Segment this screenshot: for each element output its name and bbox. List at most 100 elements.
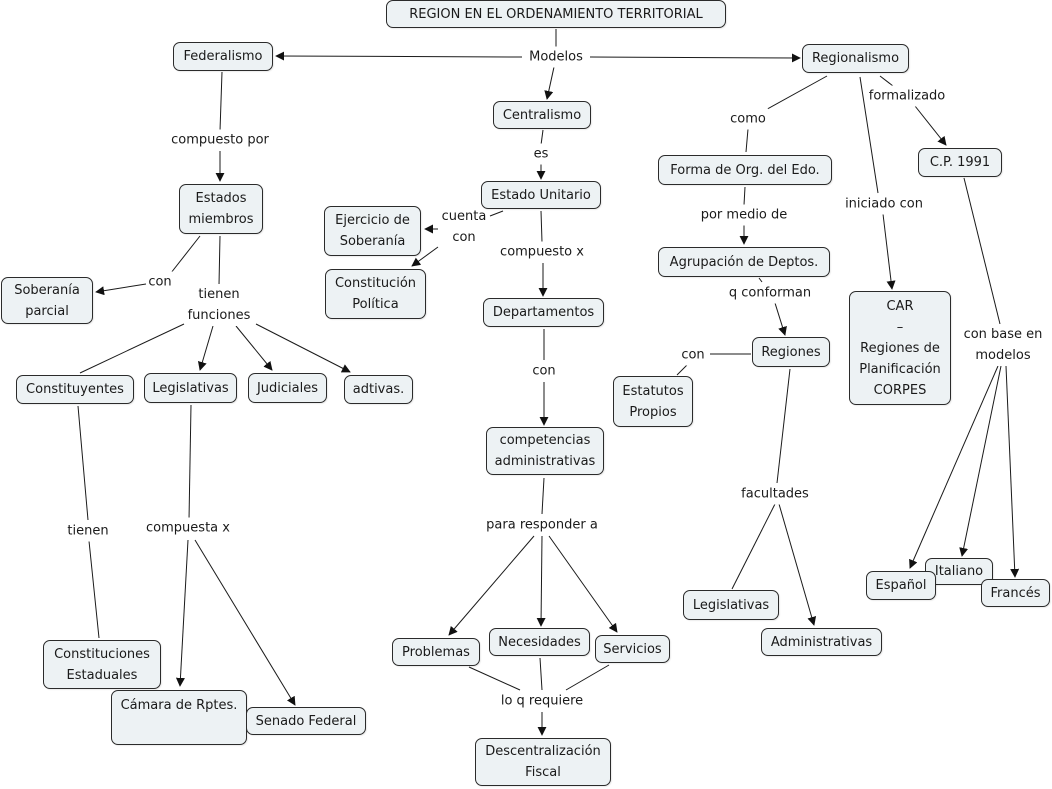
text-line: Estados bbox=[195, 191, 247, 206]
text-line: Estado Unitario bbox=[491, 187, 591, 203]
concept-camara-rptes[interactable]: Cámara de Rptes. bbox=[111, 690, 247, 745]
text-line: iniciado con bbox=[845, 196, 923, 212]
concept-estados-miembros[interactable]: Estados miembros bbox=[179, 184, 263, 234]
text-line: es bbox=[533, 146, 549, 162]
text-line: adtivas. bbox=[352, 382, 405, 397]
edge-legislativas-compuesta bbox=[188, 404, 192, 521]
link-label-con-depto: con bbox=[530, 360, 558, 382]
text-line: lo q requiere bbox=[500, 693, 584, 709]
link-label-con-soberania: con bbox=[146, 271, 174, 293]
text-line: funciones bbox=[187, 308, 251, 323]
text-line: Modelos bbox=[529, 49, 583, 65]
edge-para-problemas bbox=[448, 535, 535, 636]
text-line: Fiscal bbox=[525, 765, 561, 780]
edge-competencias-para bbox=[541, 477, 545, 515]
text-line: Necesidades bbox=[498, 634, 581, 650]
link-label-compuesta-x: compuesta x bbox=[144, 517, 232, 539]
concept-legislativas-federal[interactable]: Legislativas bbox=[144, 373, 237, 403]
text-line: con bbox=[452, 230, 476, 245]
edge-formalizado-cp bbox=[914, 105, 947, 146]
edge-regiones-facultades bbox=[776, 368, 791, 484]
edge-problemas-requiere bbox=[468, 666, 521, 691]
text-line: Propios bbox=[629, 404, 677, 420]
concept-estado-unitario[interactable]: Estado Unitario bbox=[481, 181, 601, 209]
text-line: Agrupación de Deptos. bbox=[669, 254, 819, 270]
concept-legislativas-regiones[interactable]: Legislativas bbox=[683, 590, 779, 620]
text-line: Constituciones bbox=[54, 646, 150, 662]
text-line: Ejercicio de bbox=[335, 213, 410, 228]
link-label-compuesto-x: compuesto x bbox=[498, 241, 586, 263]
edge-modelos-federalismo bbox=[275, 51, 523, 61]
edge-tienen-constituciones bbox=[88, 540, 100, 639]
concept-root[interactable]: REGION EN EL ORDENAMIENTO TERRITORIAL bbox=[386, 0, 726, 28]
edge-estados-con bbox=[166, 235, 201, 279]
text-line: tienen bbox=[198, 287, 240, 302]
text-line: miembros bbox=[188, 212, 254, 227]
concept-servicios[interactable]: Servicios bbox=[595, 635, 670, 663]
text-line: Centralismo bbox=[502, 107, 582, 123]
concept-forma-org-edo[interactable]: Forma de Org. del Edo. bbox=[658, 155, 832, 185]
concept-agrupacion-deptos[interactable]: Agrupación de Deptos. bbox=[658, 247, 830, 277]
concept-adtivas[interactable]: adtivas. bbox=[344, 375, 413, 404]
text-line: Política bbox=[352, 297, 399, 312]
text-line: Senado Federal bbox=[255, 713, 357, 729]
text-line: Problemas bbox=[402, 644, 470, 660]
edge-conforman-regiones bbox=[774, 302, 787, 336]
concept-regionalismo[interactable]: Regionalismo bbox=[802, 44, 909, 73]
text-line: Francés bbox=[990, 585, 1041, 601]
concept-regiones[interactable]: Regiones bbox=[752, 337, 830, 367]
concept-senado-federal[interactable]: Senado Federal bbox=[246, 707, 366, 735]
text-line: q conforman bbox=[728, 285, 812, 301]
edge-estados-tienen bbox=[218, 235, 221, 286]
edge-cuenta-constitucion bbox=[411, 246, 439, 267]
link-label-es: es bbox=[531, 143, 551, 165]
concept-federalismo[interactable]: Federalismo bbox=[173, 42, 273, 71]
text-line: Español bbox=[875, 578, 927, 593]
text-line: Estaduales bbox=[66, 667, 138, 683]
edge-forma-pormedio bbox=[743, 186, 746, 206]
text-line: Judiciales bbox=[256, 380, 319, 396]
edge-tienen-adtivas bbox=[255, 323, 351, 373]
link-label-formalizado: formalizado bbox=[866, 85, 948, 107]
text-line: Federalismo bbox=[183, 49, 263, 64]
edge-centralismo-es bbox=[540, 129, 544, 146]
edge-cp-base bbox=[963, 177, 1001, 325]
concept-centralismo[interactable]: Centralismo bbox=[493, 101, 591, 129]
text-line: con bbox=[532, 363, 556, 379]
edge-tienen-judiciales bbox=[235, 325, 273, 371]
text-line: con bbox=[681, 347, 705, 363]
text-line: REGION EN EL ORDENAMIENTO TERRITORIAL bbox=[409, 6, 703, 22]
edge-tienen-legislativas bbox=[197, 325, 214, 371]
text-line: CORPES bbox=[873, 382, 927, 398]
link-label-tienen-funciones: tienen funciones bbox=[185, 284, 253, 326]
concept-administrativas[interactable]: Administrativas bbox=[761, 628, 882, 656]
edge-base-espanol bbox=[909, 365, 999, 569]
text-line: Estatutos bbox=[622, 383, 684, 399]
edge-federalismo-label bbox=[219, 71, 223, 132]
concept-problemas[interactable]: Problemas bbox=[392, 638, 480, 666]
text-line: Cámara de Rptes. bbox=[120, 698, 238, 713]
link-label-q-conforman: q conforman bbox=[726, 282, 814, 304]
text-line: Servicios bbox=[603, 641, 662, 657]
concept-necesidades[interactable]: Necesidades bbox=[489, 628, 590, 656]
concept-constituyentes[interactable]: Constituyentes bbox=[16, 375, 134, 404]
edge-compuesta-camara bbox=[175, 539, 189, 687]
text-line: Regiones de bbox=[860, 340, 940, 356]
link-label-iniciado-con: iniciado con bbox=[843, 193, 925, 215]
concept-frances[interactable]: Francés bbox=[981, 579, 1050, 607]
concept-judiciales[interactable]: Judiciales bbox=[248, 373, 327, 403]
concept-espanol[interactable]: Español bbox=[866, 571, 936, 600]
concept-cp-1991[interactable]: C.P. 1991 bbox=[918, 148, 1002, 177]
edge-servicios-requiere bbox=[565, 664, 610, 691]
concept-departamentos[interactable]: Departamentos bbox=[483, 298, 604, 327]
